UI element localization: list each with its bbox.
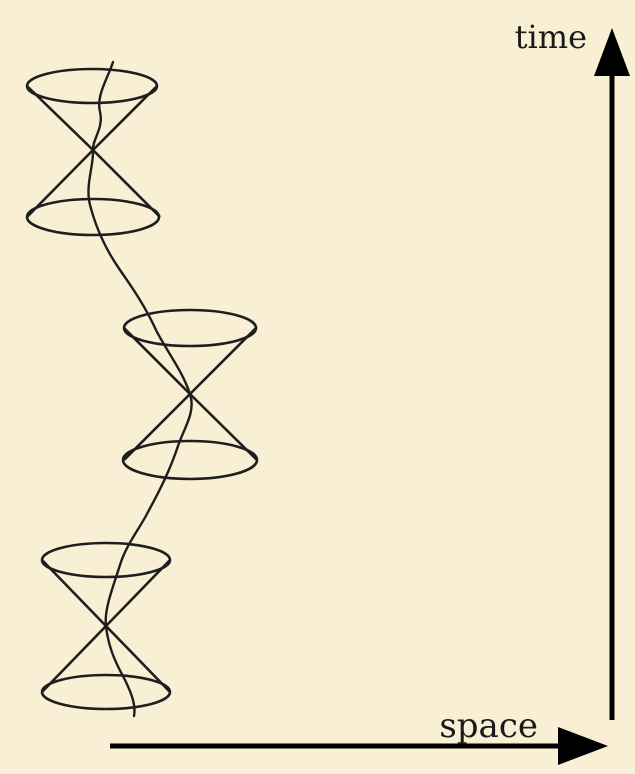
past-cone-rim	[42, 675, 170, 709]
cone-edge	[27, 86, 93, 150]
cone-edge	[106, 560, 170, 626]
cone-edge	[190, 328, 256, 394]
time-axis	[594, 28, 630, 720]
future-cone-rim	[124, 310, 256, 346]
space-axis-arrowhead	[558, 727, 608, 765]
future-cone-rim	[42, 543, 170, 577]
cone-edge	[124, 328, 190, 394]
past-cone-rim	[123, 441, 257, 479]
time-axis-label: time	[515, 18, 587, 56]
cone-edge	[93, 86, 157, 150]
space-axis-label: space	[439, 706, 538, 746]
cone-edge	[42, 560, 106, 626]
time-axis-arrowhead	[594, 28, 630, 76]
future-cone-rim	[27, 69, 157, 103]
